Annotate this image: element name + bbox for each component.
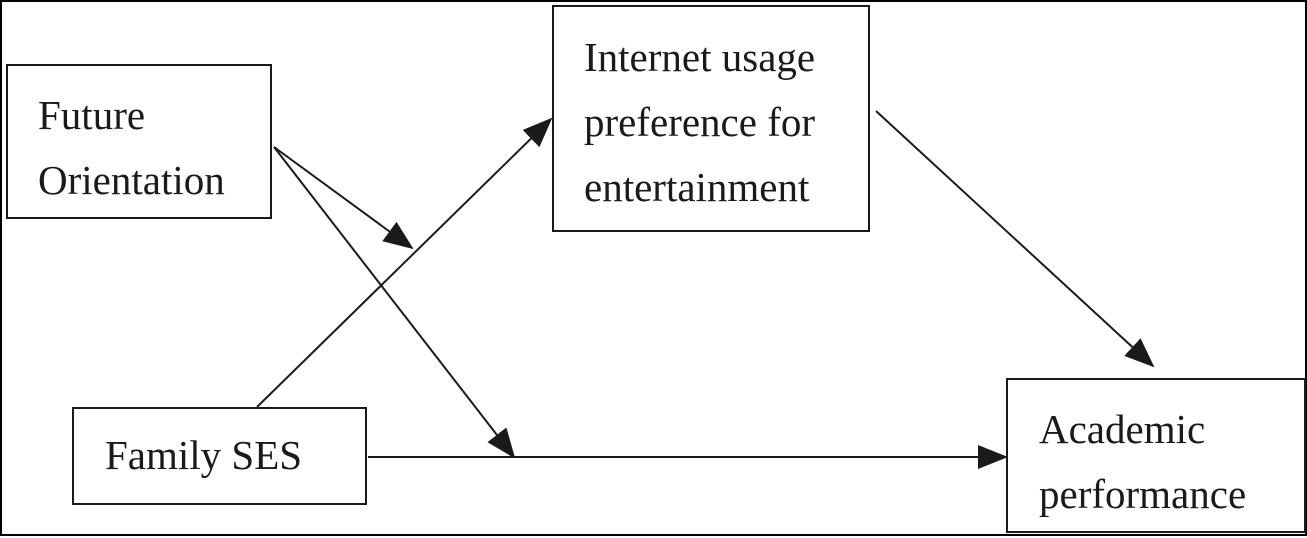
node-academic-performance: Academic performance <box>1006 378 1306 533</box>
edge-internet-usage-to-academic-performance <box>875 110 1155 368</box>
node-internet-usage-preference: Internet usage preference for entertainm… <box>552 5 870 232</box>
node-future-orientation: Future Orientation <box>6 64 272 219</box>
edge-family-ses-to-internet-usage <box>256 117 553 408</box>
node-family-ses: Family SES <box>72 407 367 505</box>
edge-future-orientation-moderation <box>273 146 414 250</box>
edge-future-orientation-to-academic-path <box>273 146 516 459</box>
